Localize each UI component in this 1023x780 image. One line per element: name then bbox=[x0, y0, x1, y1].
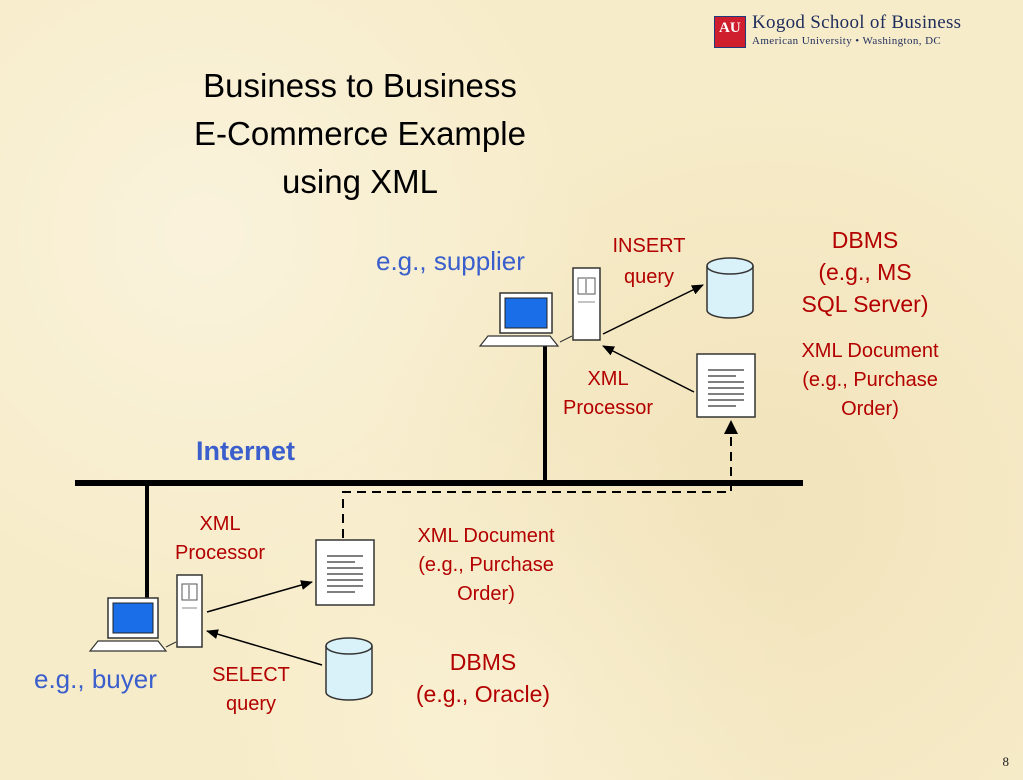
supplier-doc-to-processor-arrow bbox=[602, 345, 695, 393]
page-number: 8 bbox=[1002, 754, 1010, 769]
buyer-select-query-label: SELECT query bbox=[212, 664, 290, 715]
buyer-processor-to-doc-arrow bbox=[206, 580, 313, 613]
buyer-dbms-label: DBMS (e.g., Oracle) bbox=[415, 649, 551, 707]
school-logo: AU Kogod School of Business American Uni… bbox=[714, 12, 1004, 50]
logo-mark-letters: AU bbox=[719, 20, 741, 36]
select-query-arrow bbox=[206, 629, 323, 666]
xml-transfer-arrowhead bbox=[724, 420, 738, 434]
buyer-label: e.g., buyer bbox=[34, 664, 157, 694]
supplier-database bbox=[706, 257, 754, 319]
buyer-xml-document bbox=[315, 539, 375, 606]
supplier-xml-processor-label: XML Processor bbox=[562, 368, 654, 419]
internet-label: Internet bbox=[196, 436, 296, 466]
buyer-database bbox=[325, 637, 373, 701]
supplier-xml-document-label: XML Document (e.g., Purchase Order) bbox=[801, 340, 939, 420]
supplier-dbms-label: DBMS (e.g., MS SQL Server) bbox=[801, 227, 929, 317]
au-logo-mark: AU bbox=[714, 16, 746, 48]
slide-title: Business to Business E-Commerce Example … bbox=[194, 67, 526, 200]
logo-school-name: Kogod School of Business bbox=[752, 12, 962, 33]
buyer-xml-processor-label: XML Processor bbox=[174, 513, 266, 564]
buyer-xml-document-label: XML Document (e.g., Purchase Order) bbox=[417, 525, 555, 605]
logo-university-line: American University • Washington, DC bbox=[752, 35, 942, 47]
supplier-insert-query-label: INSERT query bbox=[612, 235, 686, 288]
supplier-computer bbox=[478, 267, 601, 347]
supplier-label: e.g., supplier bbox=[376, 246, 525, 276]
buyer-computer bbox=[88, 574, 203, 652]
insert-query-arrow bbox=[602, 284, 704, 335]
supplier-xml-document bbox=[696, 353, 756, 418]
xml-transfer-dashed-path bbox=[342, 432, 732, 538]
